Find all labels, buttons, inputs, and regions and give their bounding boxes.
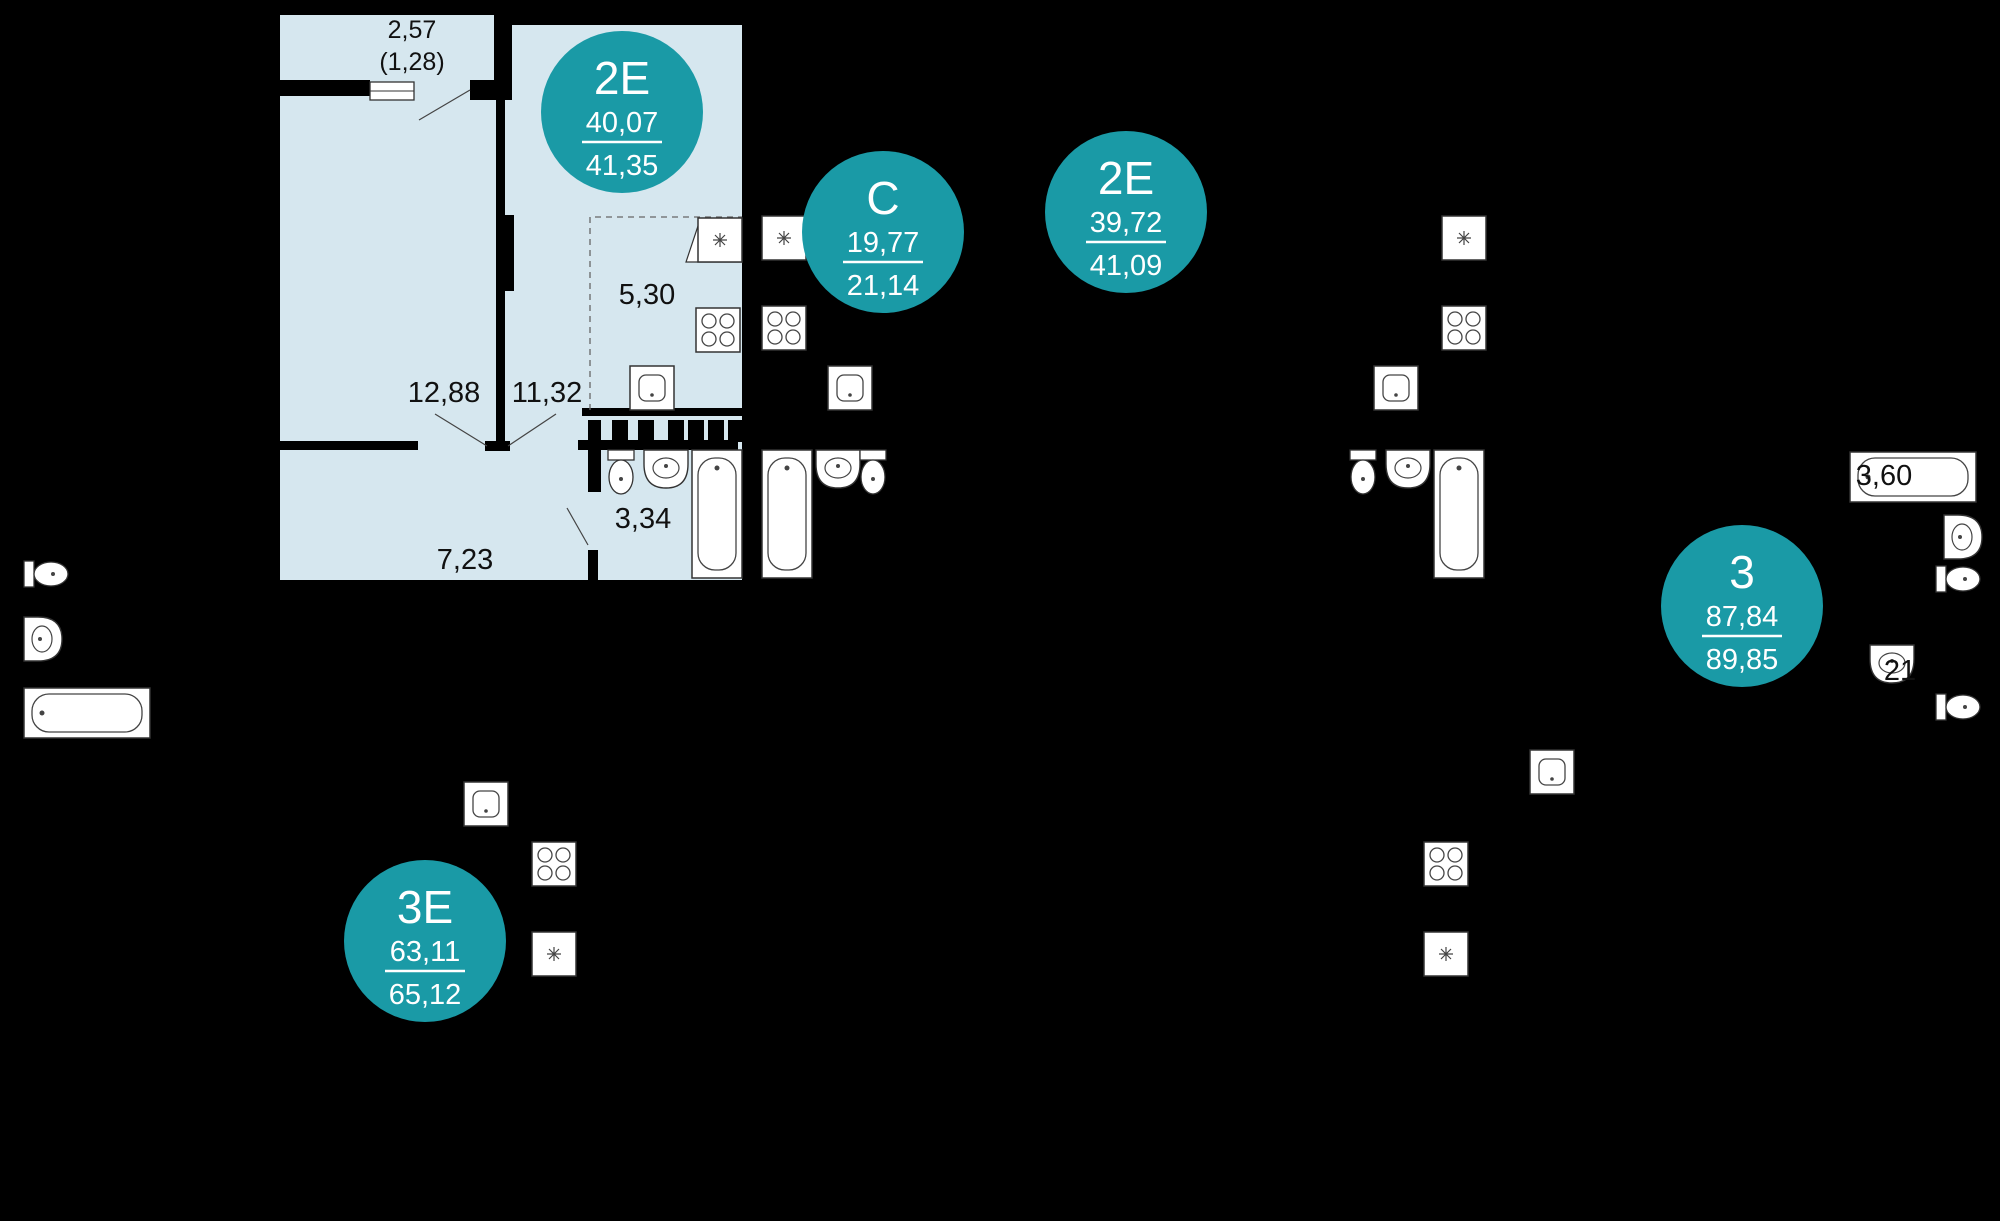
vent-icon [1441, 215, 1487, 261]
washbasin-icon [1385, 449, 1431, 489]
walls [276, 22, 742, 582]
apartment-living-area: 40,07 [586, 107, 659, 139]
balcony-reduced-area-label: (1,28) [379, 48, 444, 76]
bath-partial-area-label: 3,60 [1856, 460, 1912, 492]
toilet-icon [1935, 693, 1981, 721]
badge-circle [1045, 131, 1207, 293]
vent-icon [697, 217, 743, 263]
washbasin-icon [1943, 514, 1983, 560]
kitchen-sink-icon [629, 365, 675, 411]
apartment-living-area: 63,11 [390, 936, 460, 968]
badge-circle [344, 860, 506, 1022]
washbasin-icon [815, 449, 861, 489]
apartment-living-area: 87,84 [1706, 601, 1779, 633]
badge-circle [802, 151, 964, 313]
toilet-icon [859, 449, 887, 495]
leader-lines [418, 89, 589, 546]
room-bedroom [280, 83, 500, 445]
room-hall [280, 445, 594, 580]
apartment-living-area: 39,72 [1090, 207, 1163, 239]
bathtub-icon [1433, 449, 1485, 579]
apartment-badge-c[interactable]: C19,77 21,14 [802, 151, 964, 313]
washbasin-icon [643, 449, 689, 489]
toilet-icon [23, 560, 69, 588]
stove-icon [1441, 305, 1487, 351]
toilet-icon [1935, 565, 1981, 593]
kitchen-zone-boundary [589, 216, 742, 410]
balcony-area-label: 2,57 [388, 16, 437, 44]
vent-icon [1423, 931, 1469, 977]
apartment-badges: 2E40,0741,35C19,7721,142E39,7241,09387,8… [344, 31, 1823, 1022]
vent-icon [531, 931, 577, 977]
kitchen-sink-icon [827, 365, 873, 411]
living-area-label: 11,32 [512, 377, 582, 409]
apartment-total-area: 41,35 [586, 150, 659, 182]
room-balcony [280, 15, 494, 83]
apartment-total-area: 21,14 [847, 270, 920, 302]
kitchen-area-label: 5,30 [619, 279, 675, 311]
stove-icon [761, 305, 807, 351]
bathroom-area-label: 3,34 [615, 503, 671, 535]
stove-icon [1423, 841, 1469, 887]
bathtub-icon [23, 687, 151, 739]
apartment-living-area: 19,77 [847, 227, 920, 259]
toilet-icon [1349, 449, 1377, 495]
apartment-total-area: 41,09 [1090, 250, 1163, 282]
vent-icon [761, 215, 807, 261]
washbasin-icon [23, 616, 63, 662]
kitchen-sink-icon [1373, 365, 1419, 411]
apartment-code: 3E [397, 881, 453, 933]
apartment-total-area: 65,12 [389, 979, 462, 1011]
apartment-badge-3[interactable]: 387,84 89,85 [1661, 525, 1823, 687]
badge-circle [1661, 525, 1823, 687]
bedroom-area-label: 12,88 [408, 377, 481, 409]
stove-icon [531, 841, 577, 887]
apartment-code: 2E [594, 52, 650, 104]
badge-circle [541, 31, 703, 193]
stove-icon [695, 307, 741, 353]
kitchen-sink-icon [463, 781, 509, 827]
kitchen-sink-icon [1529, 749, 1575, 795]
apartment-total-area: 89,85 [1706, 644, 1779, 676]
toilet-icon [607, 449, 635, 495]
apartment-code: C [866, 172, 899, 224]
hall-area-label: 7,23 [437, 544, 493, 576]
partial-area-label: 21 [1884, 655, 1916, 687]
bathtub-icon [691, 449, 743, 579]
apartment-code: 2E [1098, 152, 1154, 204]
apartment-code: 3 [1729, 546, 1755, 598]
bathtub-icon [761, 449, 813, 579]
